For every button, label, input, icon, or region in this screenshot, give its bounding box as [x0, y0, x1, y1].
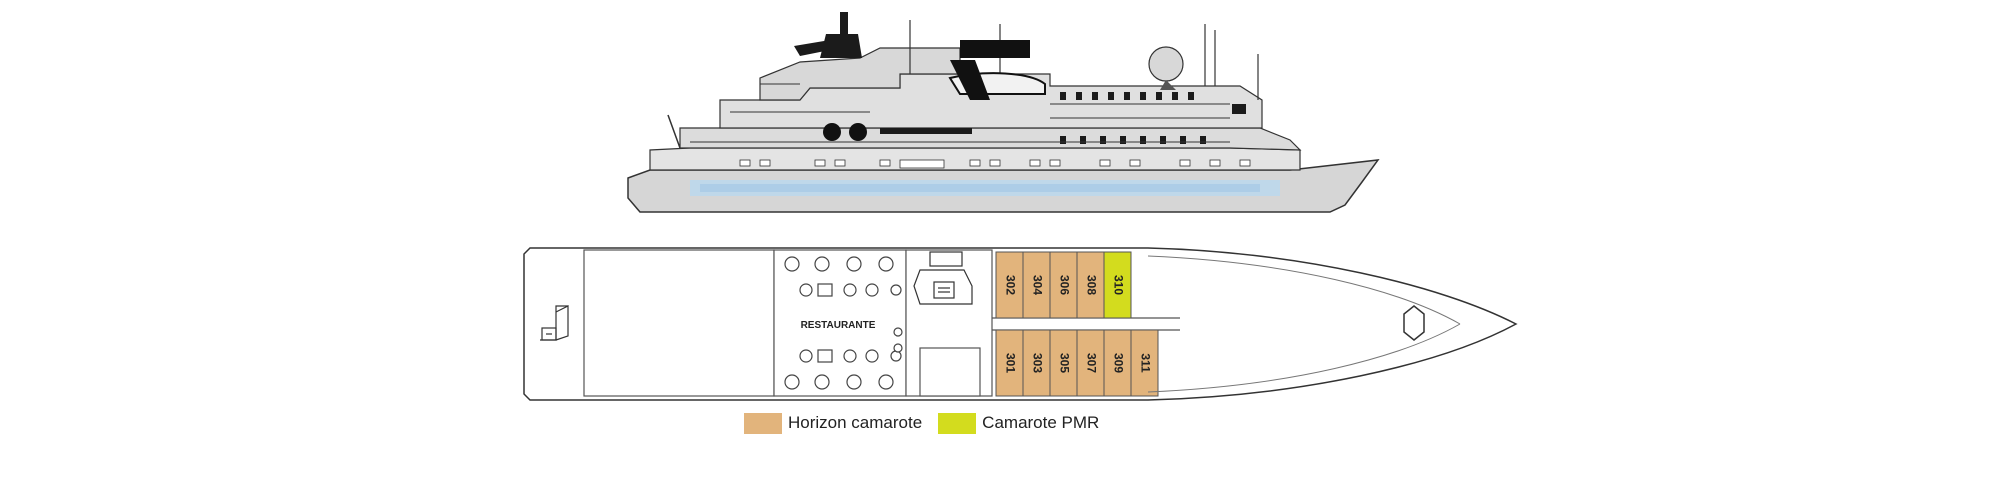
cabin-301[interactable]: [995, 329, 1024, 397]
cabin-number: 308: [1084, 275, 1098, 295]
cabin-310[interactable]: [1103, 251, 1132, 319]
cabin-number: 305: [1057, 353, 1071, 373]
window-row-lower: [739, 159, 1251, 169]
ship-upper-deck: [679, 127, 1302, 151]
radar-base: [1160, 80, 1176, 90]
cabin-number: 306: [1057, 275, 1071, 295]
cabin-305[interactable]: [1049, 329, 1078, 397]
cabin-302[interactable]: [995, 251, 1024, 319]
porthole: [849, 123, 867, 141]
ship-funnel: [820, 34, 862, 58]
bow-line-lower: [1147, 323, 1461, 393]
radar-dome: [1148, 46, 1184, 82]
legend-label: Horizon camarote: [788, 413, 923, 432]
cabin-number: 304: [1030, 275, 1044, 295]
service-fixtures: [890, 284, 903, 362]
cabin-307[interactable]: [1076, 329, 1105, 397]
ship-mast-arm: [794, 40, 830, 56]
cabins-bottom-row: 301 303 305 307 309 311: [995, 329, 1159, 397]
waterline-highlight: [700, 184, 1260, 192]
ship-mast: [840, 12, 848, 34]
cabin-number: 311: [1138, 353, 1152, 373]
bow-line-upper: [1147, 255, 1461, 325]
bow-fixture: [1403, 305, 1425, 341]
bridge-window-band: [960, 40, 1030, 58]
cabin-309[interactable]: [1103, 329, 1132, 397]
cabin-number: 309: [1111, 353, 1125, 373]
ship-profile: [627, 12, 1380, 213]
restaurant-label: RESTAURANTE: [801, 320, 876, 331]
legend-item: Camarote PMR: [938, 412, 1100, 434]
window-row-mid: [880, 128, 1206, 144]
cabin-number: 301: [1003, 353, 1017, 373]
restaurant-area: [773, 249, 907, 397]
cabin-number: 310: [1111, 275, 1125, 295]
porthole: [823, 123, 841, 141]
deck-railings: [690, 83, 1230, 143]
deck-plan: RESTAURANTE 302 304 306 308 310 301 303 305 307…: [523, 247, 1518, 401]
davit: [950, 60, 990, 100]
legend-label: Camarote PMR: [982, 413, 1100, 432]
legend: Horizon camarote Camarote PMR: [744, 412, 1115, 434]
lower-service-room: [919, 347, 981, 397]
cabin-311[interactable]: [1130, 329, 1159, 397]
cabin-number: 302: [1003, 275, 1017, 295]
legend-swatch: [938, 412, 977, 434]
window-row-upper: [1060, 92, 1246, 114]
crane: [667, 114, 681, 149]
cabin-306[interactable]: [1049, 251, 1078, 319]
legend-swatch: [744, 412, 782, 434]
cabin-308[interactable]: [1076, 251, 1105, 319]
cabins-top-row: 302 304 306 308 310: [995, 251, 1132, 319]
central-stairs: [913, 251, 973, 305]
cabin-number: 303: [1030, 353, 1044, 373]
cabin-number: 307: [1084, 353, 1098, 373]
ship-main-deck: [649, 147, 1301, 171]
aft-deck-area: [583, 249, 775, 397]
aft-stairs: [540, 305, 569, 341]
legend-item: Horizon camarote: [744, 412, 923, 434]
restaurant-tables: [784, 256, 894, 390]
